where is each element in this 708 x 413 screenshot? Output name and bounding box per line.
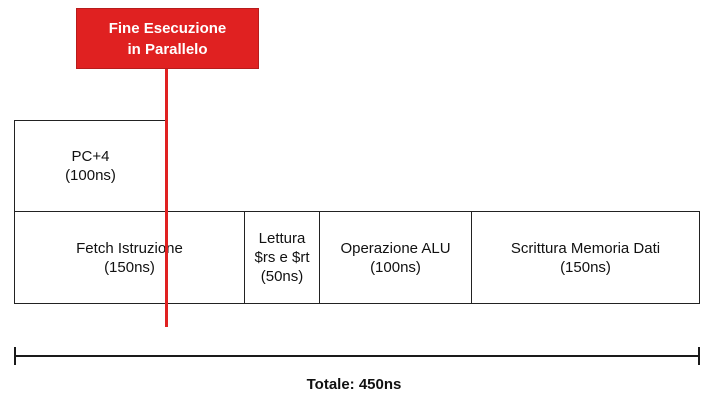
alu-operation-label: Operazione ALU (100ns) [340, 239, 451, 276]
pc-increment-label: PC+4 (100ns) [65, 148, 116, 184]
total-duration-scale [14, 347, 700, 365]
alu-operation-box: Operazione ALU (100ns) [319, 211, 472, 304]
write-memory-box: Scrittura Memoria Dati (150ns) [471, 211, 700, 304]
write-memory-label: Scrittura Memoria Dati (150ns) [510, 239, 661, 276]
pc-increment-box: PC+4 (100ns) [14, 120, 167, 212]
total-duration-label: Totale: 450ns [306, 376, 402, 393]
parallel-end-callout: Fine Esecuzione in Parallelo [76, 8, 259, 69]
fetch-instruction-box: Fetch Istruzione (150ns) [14, 211, 245, 304]
parallel-end-marker-line [165, 69, 168, 327]
total-scale-line [14, 355, 700, 357]
read-registers-box: Lettura $rs e $rt (50ns) [244, 211, 320, 304]
read-registers-label: Lettura $rs e $rt (50ns) [254, 230, 310, 285]
total-scale-left-tick [14, 347, 16, 365]
total-scale-right-tick [698, 347, 700, 365]
